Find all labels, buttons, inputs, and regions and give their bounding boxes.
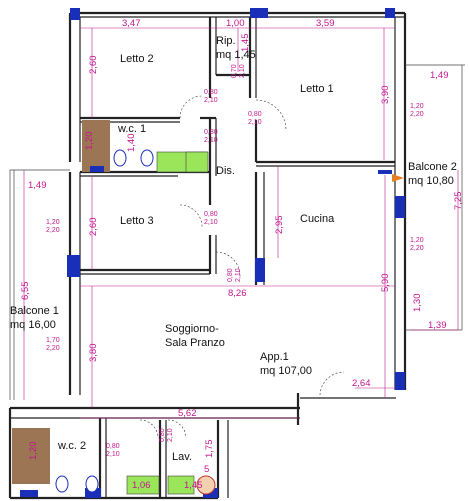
window-letto1-h: 2,20 (410, 111, 424, 118)
room-balcone-1: Balcone 1 (10, 305, 59, 317)
dim-balcone1-h: 6,55 (20, 282, 31, 301)
room-letto-3: Letto 3 (120, 215, 154, 227)
dim-top-b: 1,00 (226, 18, 245, 29)
door-letto3-w: 0,80 (204, 211, 218, 218)
door-wc2-w: 0,80 (106, 443, 120, 450)
dim-soggiorno-h: 3,80 (88, 344, 99, 363)
dim-wc1-w: 1,20 (84, 132, 95, 151)
door-letto2-h: 2,10 (204, 97, 218, 104)
dim-lav-w: 1,06 (132, 480, 151, 491)
apartment-label: App.1 (260, 351, 289, 363)
room-balcone-1-area: mq 16,00 (10, 319, 56, 331)
apartment-area: mq 107,00 (260, 365, 312, 377)
room-labels: Letto 2 Rip. mq 1,45 Letto 1 w.c. 1 Dis.… (10, 35, 457, 463)
dim-app-b: 2,64 (352, 378, 371, 389)
dim-letto1-h: 3,90 (380, 86, 391, 105)
room-letto-1: Letto 1 (300, 83, 334, 95)
balcony-rails (9, 64, 465, 400)
door-letto1-w: 0,80 (248, 111, 262, 118)
door-cucina-w: 0,80 (227, 268, 234, 282)
room-wc-1: w.c. 1 (117, 123, 146, 135)
window-letto1-w: 1,20 (410, 103, 424, 110)
dim-lav-h: 1,75 (204, 440, 215, 459)
dim-window-h: 1,30 (412, 294, 423, 313)
window-soggiorno-w: 1,70 (46, 337, 60, 344)
dis-fixture (185, 151, 209, 173)
door-letto1-h: 2,10 (248, 119, 262, 126)
door-swings (139, 95, 345, 439)
dim-right-w: 1,49 (430, 70, 449, 81)
dim-wc1-h: 1,40 (126, 134, 137, 153)
dim-balcone1-w: 1,49 (28, 180, 47, 191)
window-cucina-w: 1,20 (410, 237, 424, 244)
dim-mid-w: 8,26 (228, 288, 247, 299)
room-ripostiglio-area: mq 1,45 (216, 49, 256, 61)
door-wc2-h: 2,10 (106, 451, 120, 458)
dim-letto2-h: 2,60 (88, 56, 99, 75)
dim-total-h: 7,25 (453, 192, 464, 211)
door-letto3-h: 2,10 (204, 219, 218, 226)
dim-stray: 5 (204, 464, 209, 475)
room-sala-pranzo: Sala Pranzo (165, 337, 225, 349)
door-rip-h: 2,10 (239, 64, 246, 78)
dim-cucina-h: 2,95 (274, 216, 285, 235)
window-cucina-h: 2,20 (410, 245, 424, 252)
room-balcone-2-area: mq 10,80 (408, 175, 454, 187)
door-lav-h: 2,10 (167, 428, 174, 442)
balcone2-marker (378, 170, 404, 182)
dimension-lines (23, 27, 459, 419)
dim-rip-h: 1,45 (240, 34, 251, 53)
door-cucina-h: 2,10 (235, 268, 242, 282)
room-ripostiglio: Rip. (216, 35, 236, 47)
dim-bottom-w: 5,62 (178, 408, 197, 419)
dimension-labels: 3,47 1,00 3,59 1,45 2,60 3,90 1,49 1,40 … (20, 18, 464, 491)
opening-labels: 0,80 2,10 0,70 2,10 0,80 2,10 0,80 2,10 … (46, 64, 424, 458)
dim-lav-b: 1,45 (184, 480, 203, 491)
window-soggiorno-h: 2,20 (46, 345, 60, 352)
door-rip-w: 0,70 (231, 64, 238, 78)
room-wc-2: w.c. 2 (57, 440, 86, 452)
room-letto-2: Letto 2 (120, 53, 154, 65)
window-letto3-w: 1,20 (46, 219, 60, 226)
wc2-fixtures (12, 428, 216, 497)
room-balcone-2: Balcone 2 (408, 161, 457, 173)
walls (8, 11, 407, 500)
structural-columns (67, 8, 405, 498)
door-wc1-w: 0,80 (204, 129, 218, 136)
dim-top-a: 3,47 (122, 18, 141, 29)
room-disimpegno: Dis. (216, 165, 235, 177)
door-lav-w: 0,80 (159, 428, 166, 442)
room-lavanderia: Lav. (172, 451, 192, 463)
dim-right-h: 5,90 (380, 274, 391, 293)
window-letto3-h: 2,20 (46, 227, 60, 234)
room-soggiorno: Soggiorno- (165, 323, 219, 335)
door-letto2-w: 0,80 (204, 89, 218, 96)
room-cucina: Cucina (300, 213, 335, 225)
dim-letto3-h: 2,60 (88, 218, 99, 237)
dim-right-b: 1,39 (428, 320, 447, 331)
door-wc1-h: 2,10 (204, 137, 218, 144)
dim-top-c: 3,59 (316, 18, 335, 29)
dim-wc2-w: 1,20 (28, 442, 39, 461)
